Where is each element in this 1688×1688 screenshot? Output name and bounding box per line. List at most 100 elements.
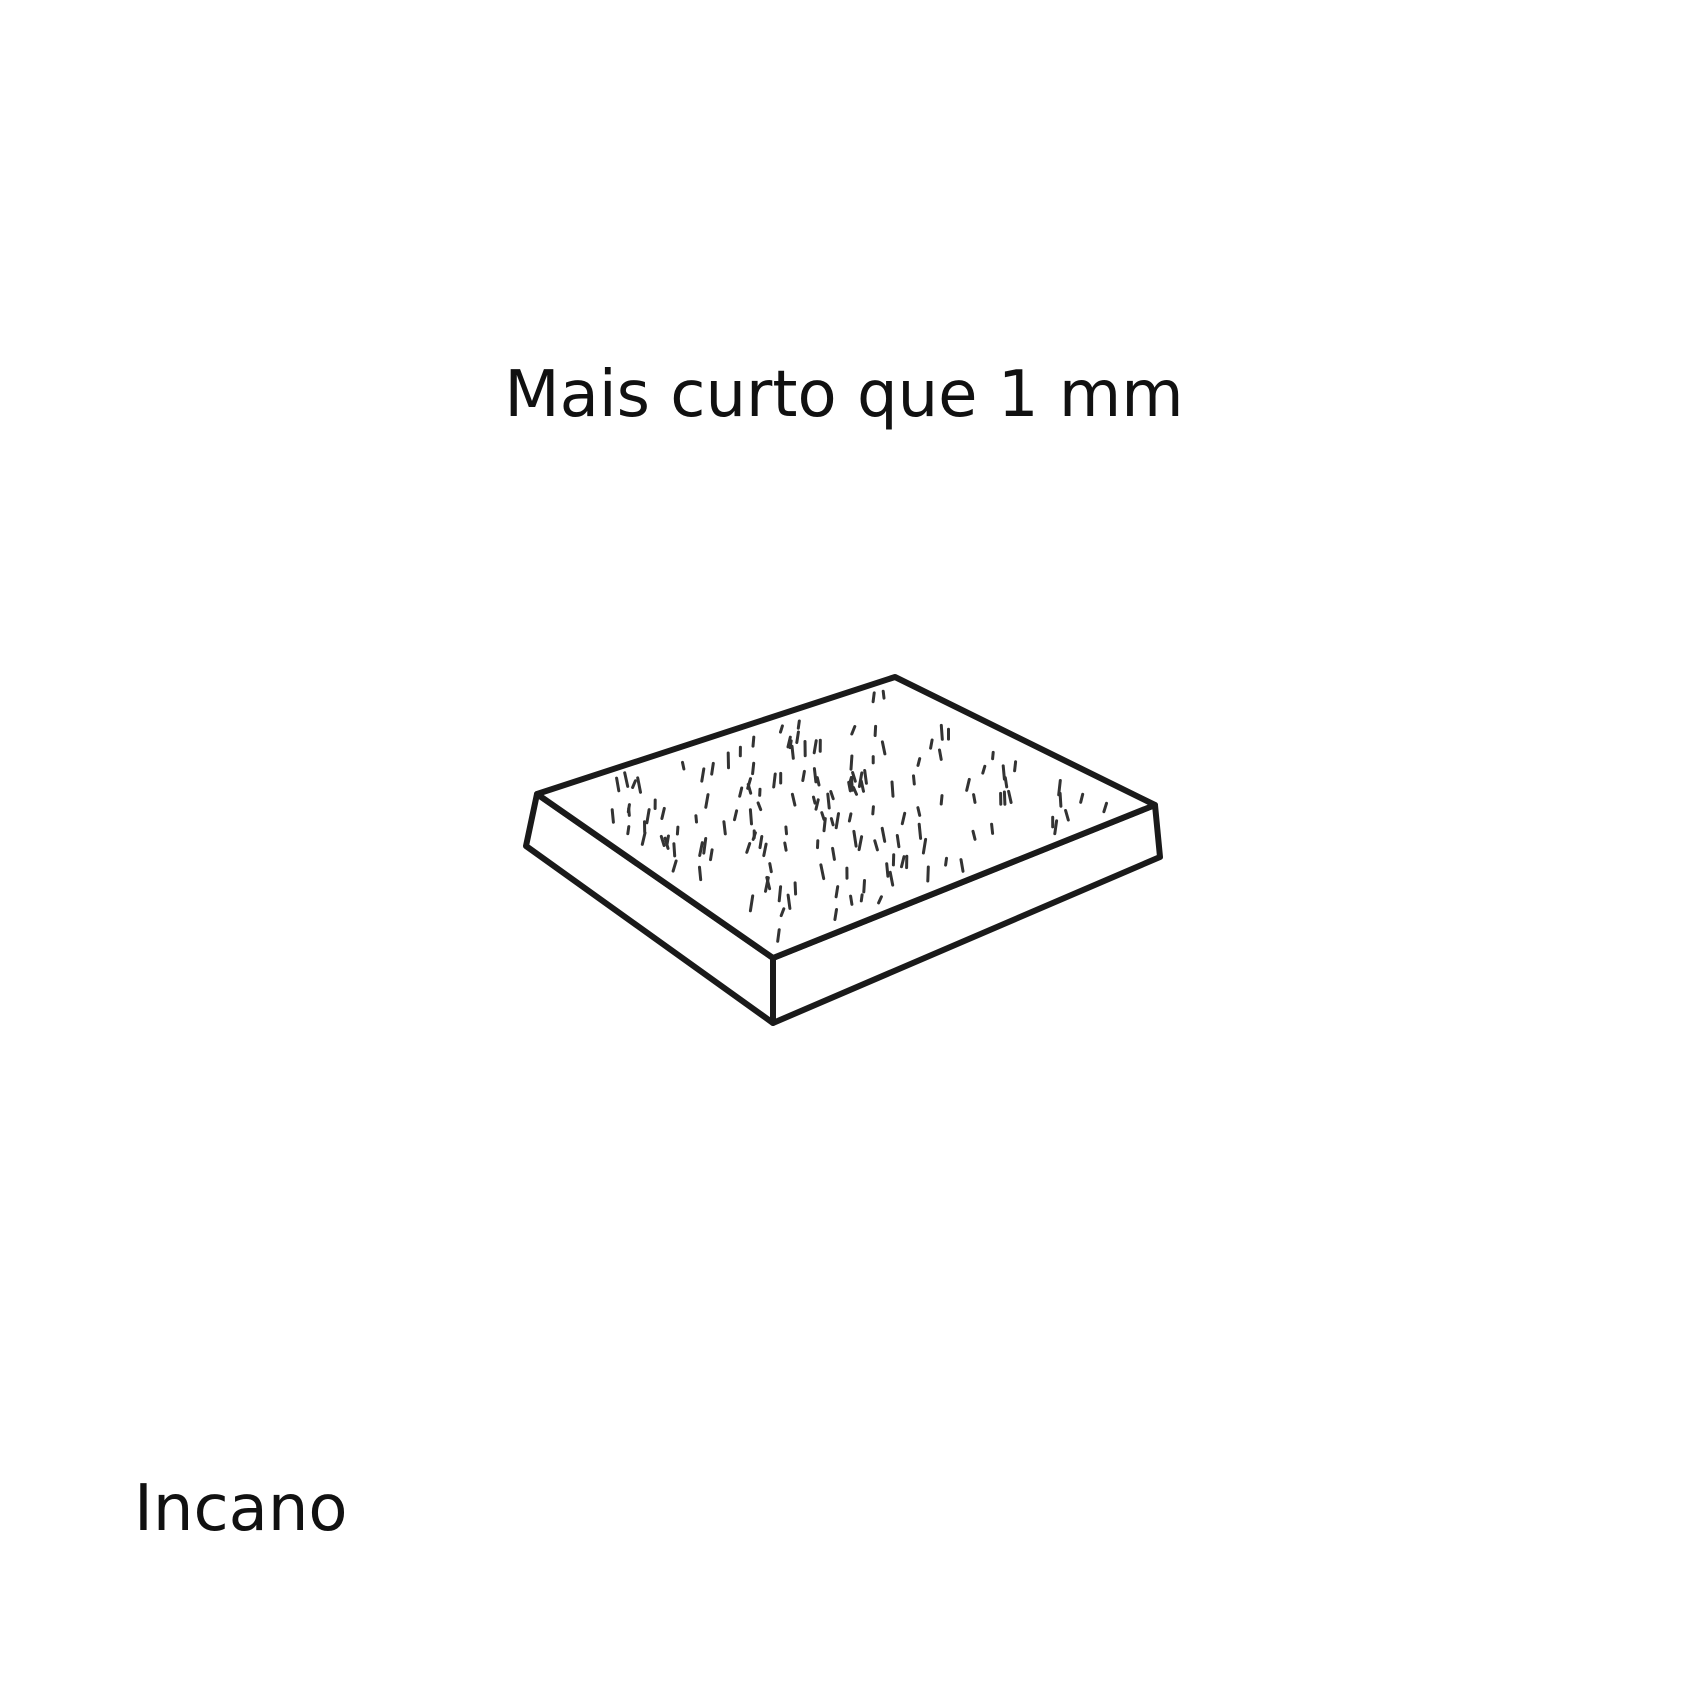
pile-fiber (660, 806, 666, 820)
product-label: Incano (134, 1472, 348, 1546)
pile-length-caption: Mais curto que 1 mm (504, 358, 1184, 432)
pile-fiber (795, 730, 800, 744)
pile-fiber (784, 825, 788, 836)
pile-fiber (779, 724, 784, 734)
pile-fiber (765, 875, 772, 891)
pile-fiber (873, 839, 879, 852)
pile-fiber (831, 846, 836, 861)
pile-fiber (786, 893, 792, 910)
pile-fiber (626, 825, 631, 836)
pile-texture (610, 689, 1108, 943)
pile-fiber (751, 761, 756, 776)
pile-fiber (971, 829, 977, 841)
pile-fiber (880, 826, 887, 843)
pile-fiber (1058, 791, 1063, 808)
pile-fiber (746, 782, 753, 795)
pile-fiber (623, 771, 630, 788)
pile-fiber (738, 786, 744, 798)
pile-fiber (826, 792, 831, 810)
pile-fiber (862, 879, 866, 894)
pile-fiber (859, 893, 864, 903)
pile-fiber (900, 855, 906, 869)
pile-fiber (859, 779, 865, 793)
pile-fiber (1013, 760, 1018, 773)
pile-fiber (762, 842, 768, 858)
pile-fiber (990, 822, 995, 835)
pile-fiber (981, 764, 987, 775)
pile-fiber (851, 771, 857, 783)
pile-fiber (663, 836, 670, 850)
pile-fiber (751, 831, 757, 841)
pile-fiber (672, 842, 677, 858)
pile-fiber (1102, 801, 1108, 814)
pile-fiber (944, 856, 948, 867)
pile-fiber (972, 793, 977, 804)
pile-fiber (751, 735, 756, 748)
pile-fiber (768, 862, 773, 874)
pile-fiber (1079, 792, 1085, 804)
pile-fiber (829, 817, 835, 827)
pile-fiber (1064, 809, 1070, 822)
pile-fiber (912, 774, 916, 786)
pile-fiber (917, 822, 923, 840)
pile-fiber (745, 842, 752, 854)
pile-fiber (1007, 789, 1013, 804)
pad-top-face (534, 674, 1158, 961)
pile-fiber (847, 812, 853, 823)
pile-fiber (812, 739, 818, 755)
pile-fiber (871, 805, 875, 816)
pile-fiber (796, 719, 801, 730)
pile-fiber (710, 761, 715, 776)
pile-fiber (820, 811, 826, 821)
pile-fiber (916, 757, 922, 767)
pile-fiber (772, 772, 777, 789)
pile-fiber (834, 885, 840, 899)
pile-fiber (822, 817, 827, 833)
pile-fiber (812, 767, 818, 784)
pile-fiber (698, 865, 703, 882)
pile-fiber (671, 859, 678, 873)
pile-fiber (786, 735, 792, 749)
pile-fiber (709, 848, 714, 862)
pile-fiber (627, 807, 631, 817)
pile-fiber (1003, 776, 1009, 789)
pile-fiber (991, 750, 995, 761)
pile-fiber (636, 776, 642, 794)
pile-fiber (852, 829, 858, 848)
pile-fiber (885, 862, 890, 878)
pile-fiber (610, 808, 615, 824)
pile-fiber (698, 841, 704, 857)
pile-fiber (921, 837, 928, 855)
pile-fiber (793, 881, 798, 896)
pile-fiber (758, 835, 764, 850)
pile-fiber (834, 812, 840, 830)
pile-fiber (880, 740, 887, 756)
pile-fiber (815, 776, 821, 787)
pile-fiber (871, 691, 876, 704)
pile-fiber (863, 769, 868, 785)
pile-fiber (890, 780, 895, 798)
pile-fiber (801, 769, 806, 782)
pile-fiber (814, 798, 820, 811)
pile-fiber (748, 894, 755, 913)
pile-fiber (849, 894, 854, 906)
pile-fiber (640, 831, 647, 846)
pile-fiber (939, 794, 944, 806)
pile-fiber (1002, 790, 1007, 806)
pile-fiber (877, 895, 883, 905)
pile-fiber (929, 738, 934, 750)
pile-fiber (895, 834, 901, 849)
pile-fiber (776, 928, 781, 943)
pile-fiber (849, 754, 854, 771)
pile-fiber (779, 907, 786, 918)
pile-fiber (681, 760, 686, 771)
pile-fiber (939, 723, 944, 741)
pile-fiber (833, 908, 838, 921)
pile-fiber (615, 776, 621, 793)
pile-fiber (857, 835, 864, 852)
pile-fiber (722, 820, 727, 836)
pile-fiber (900, 811, 907, 826)
pile-fiber (783, 841, 788, 852)
pile-fiber (733, 809, 739, 822)
